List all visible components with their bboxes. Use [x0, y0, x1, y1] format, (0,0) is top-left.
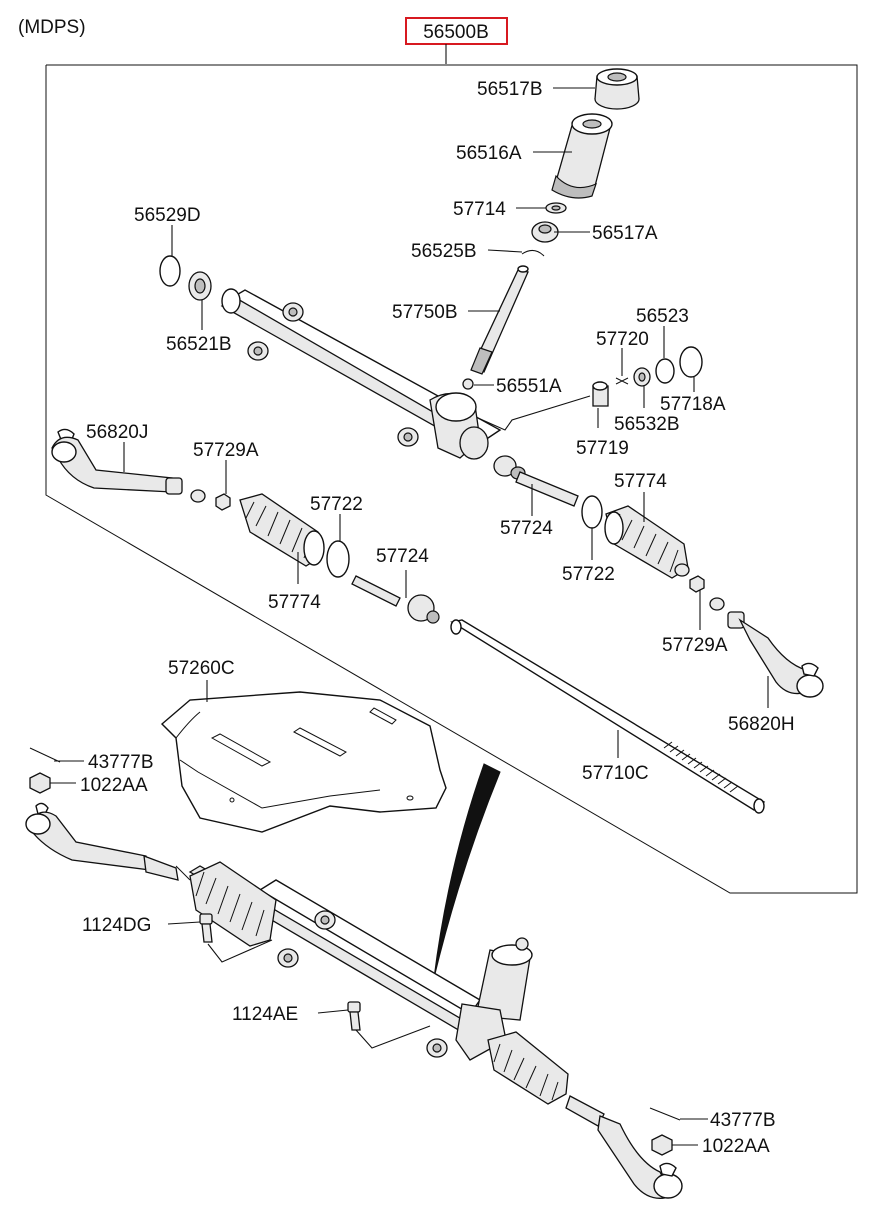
shaft-57750B [470, 265, 529, 375]
label-56516A[interactable]: 56516A [456, 143, 522, 164]
label-57720[interactable]: 57720 [596, 329, 649, 350]
housing-56516A [551, 113, 613, 199]
cotter-pin-43777B-right [649, 1107, 681, 1121]
label-43777B-right[interactable]: 43777B [710, 1110, 776, 1131]
label-57724-left[interactable]: 57724 [376, 546, 429, 567]
label-57774-left[interactable]: 57774 [268, 592, 321, 613]
label-57710C[interactable]: 57710C [582, 763, 649, 784]
label-57718A[interactable]: 57718A [660, 394, 726, 415]
label-1022AA-left[interactable]: 1022AA [80, 775, 148, 796]
assembly-number-box [405, 17, 508, 45]
variant-label: (MDPS) [18, 17, 86, 38]
assembly-arrow-icon [433, 763, 501, 979]
bearing-56517B [594, 68, 640, 110]
label-56525B[interactable]: 56525B [411, 241, 477, 262]
label-57729A-left[interactable]: 57729A [193, 440, 259, 461]
label-57722-right[interactable]: 57722 [562, 564, 615, 585]
snap-ring-56525B [521, 250, 545, 257]
label-56551A[interactable]: 56551A [496, 376, 562, 397]
label-56517B[interactable]: 56517B [477, 79, 543, 100]
rack-bar-57710C [450, 619, 766, 814]
label-1124AE[interactable]: 1124AE [232, 1004, 298, 1025]
label-56820H[interactable]: 56820H [728, 714, 795, 735]
lower-tie-rod-end-left [25, 802, 191, 881]
label-57722-left[interactable]: 57722 [310, 494, 363, 515]
label-56820J[interactable]: 56820J [86, 422, 148, 443]
bushing-57714 [545, 202, 567, 214]
plug-56551A [462, 378, 474, 390]
label-57719[interactable]: 57719 [576, 438, 629, 459]
label-56523[interactable]: 56523 [636, 306, 689, 327]
assembly-part-number[interactable]: 56500B [423, 22, 489, 43]
label-57724-right[interactable]: 57724 [500, 518, 553, 539]
label-57774-right[interactable]: 57774 [614, 471, 667, 492]
nut-57729A-right [689, 575, 725, 611]
nut-1022AA-right [651, 1134, 673, 1156]
boot-57774-left [239, 493, 325, 567]
rack-housing-upper [220, 288, 502, 460]
inner-tie-rod-57724-left [351, 575, 440, 624]
lower-tie-rod-end-right [565, 1095, 683, 1199]
bolt-1124AE [347, 1001, 361, 1031]
label-57729A-right[interactable]: 57729A [662, 635, 728, 656]
assembly-frame [45, 64, 858, 894]
leader-lines [50, 87, 769, 1146]
label-43777B-left[interactable]: 43777B [88, 752, 154, 773]
label-56517A[interactable]: 56517A [592, 223, 658, 244]
label-56529D[interactable]: 56529D [134, 205, 201, 226]
yoke-parts [592, 346, 703, 407]
clamp-57722-left [326, 540, 350, 578]
label-56521B[interactable]: 56521B [166, 334, 232, 355]
tie-rod-end-56820J [51, 428, 183, 495]
inner-tie-rod-57724-right [493, 455, 579, 507]
label-57750B[interactable]: 57750B [392, 302, 458, 323]
bushing-56521B [188, 271, 212, 301]
ring-56529D [159, 255, 181, 287]
yoke-leader [477, 395, 591, 431]
nut-57729A-left [190, 489, 231, 511]
tie-rod-end-56820H [727, 611, 824, 698]
cotter-pin-43777B-left [29, 747, 61, 763]
label-57260C[interactable]: 57260C [168, 658, 235, 679]
heat-protector-57260C [160, 691, 447, 833]
steering-gear-assembly [188, 861, 569, 1105]
boot-57774-right [604, 505, 690, 579]
label-56532B[interactable]: 56532B [614, 414, 680, 435]
bolt-1124DG [199, 913, 213, 943]
label-57714[interactable]: 57714 [453, 199, 506, 220]
nut-1022AA-left [29, 772, 51, 794]
label-1124DG[interactable]: 1124DG [82, 915, 151, 936]
clamp-57722-right [581, 495, 603, 529]
label-1022AA-right[interactable]: 1022AA [702, 1136, 770, 1157]
